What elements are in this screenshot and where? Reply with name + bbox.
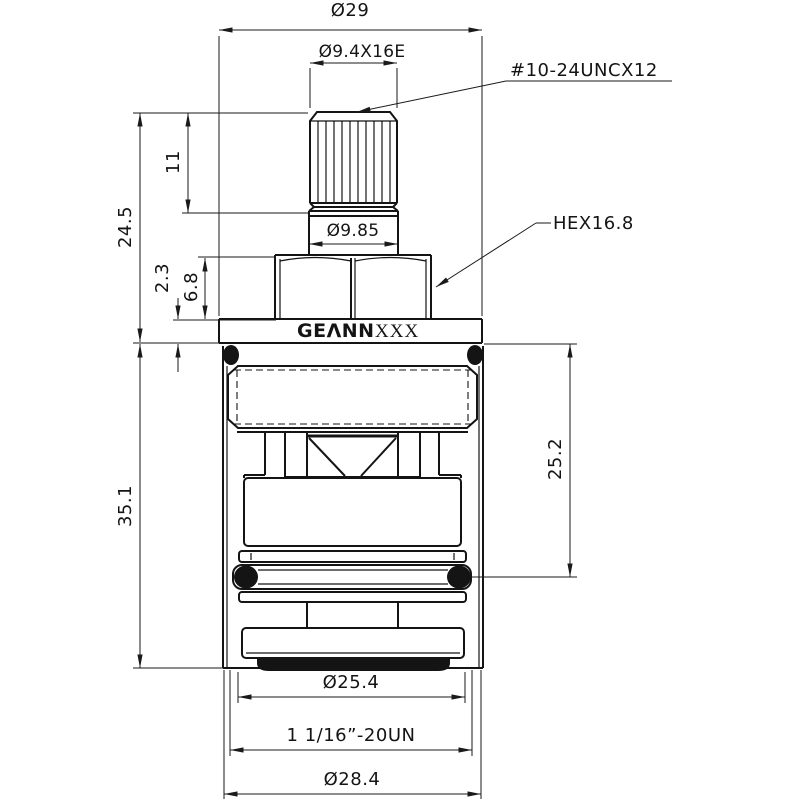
dim-spline-spec: Ø9.4X16E (319, 42, 406, 62)
o-ring-top-right (467, 345, 483, 365)
brand-logo-text: GEΛNN (297, 320, 375, 342)
dim-stem-dia: Ø9.85 (327, 221, 380, 241)
dim-seal-dia: Ø25.4 (323, 672, 380, 693)
lower-band (238, 591, 467, 603)
dimension-annotations: Ø29 Ø9.4X16E #10-24UNCX12 HEX16.8 Ø9.85 … (115, 0, 672, 799)
spline-teeth-lines (317, 121, 391, 203)
o-ring-lower-right (447, 565, 471, 589)
dim-upper-body-height: 25.2 (545, 438, 566, 480)
dim-lower-total-height: 35.1 (115, 485, 136, 527)
threaded-collar (227, 365, 478, 429)
label-top-thread: #10-24UNCX12 (510, 60, 658, 81)
o-ring-top-left (223, 345, 239, 365)
dim-hex-height: 6.8 (181, 272, 202, 302)
lower-view-body (222, 345, 484, 671)
label-hex-size: HEX16.8 (553, 213, 634, 234)
rubber-seal (257, 658, 450, 671)
dim-base-dia: Ø28.4 (324, 769, 381, 790)
dim-spline-length: 11 (163, 150, 184, 174)
dim-body-thread: 1 1/16”-20UN (287, 725, 416, 746)
lower-o-ring-groove (232, 564, 472, 590)
upper-view-spline-shaft (308, 111, 399, 217)
upper-view-mounting-plate (218, 318, 483, 344)
o-ring-lower-left (234, 565, 258, 589)
upper-view-stem (308, 216, 399, 255)
ceramic-housing (243, 477, 462, 547)
brand-logo-suffix: XXX (375, 321, 419, 342)
dim-plate-thickness: 2.3 (152, 263, 173, 293)
dim-top-plate-dia: Ø29 (331, 0, 370, 21)
upper-band (238, 550, 467, 563)
brand-logo: GEΛNN XXX (297, 320, 419, 342)
upper-view-hex-nut (274, 254, 432, 319)
dim-upper-total-height: 24.5 (115, 206, 136, 248)
